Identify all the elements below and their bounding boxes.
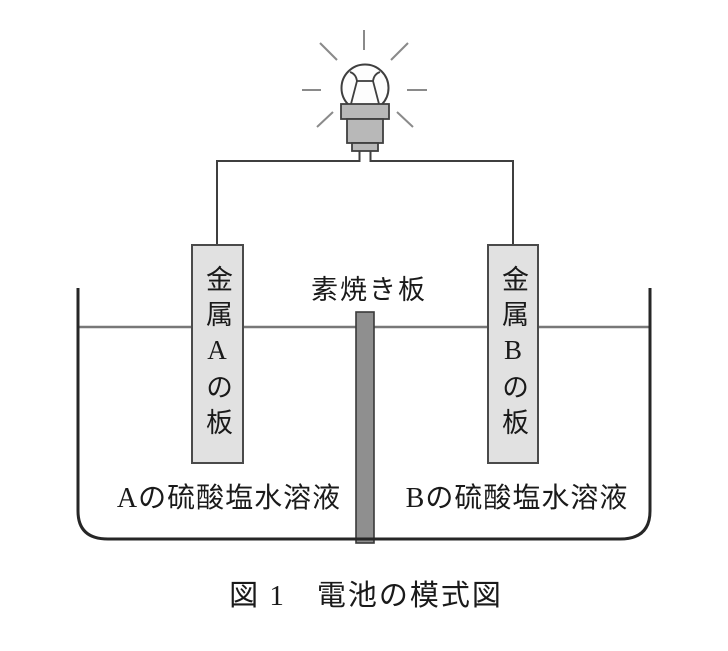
left-wire [216, 150, 361, 246]
porous-plate-label: 素焼き板 [311, 275, 427, 305]
metal-plate-b-label-box: 金属Bの板 [488, 245, 539, 463]
light-rays-icon [302, 30, 427, 128]
metal-plate-b [487, 244, 539, 464]
right-wire [369, 150, 514, 246]
metal-plate-a-label-box: 金属Aの板 [192, 245, 243, 463]
metal-plate-b-label: 金属Bの板 [498, 264, 528, 444]
solution-b-label: Bの硫酸塩水溶液 [405, 483, 629, 514]
metal-plate-a-label: 金属Aの板 [202, 264, 232, 444]
metal-plate-a [191, 244, 244, 464]
light-bulb-icon [340, 63, 390, 152]
beaker-container [76, 288, 652, 541]
solution-a-label: Aの硫酸塩水溶液 [116, 483, 342, 514]
figure-caption: 図 1 電池の模式図 [229, 580, 503, 612]
porous-plate [355, 311, 375, 544]
